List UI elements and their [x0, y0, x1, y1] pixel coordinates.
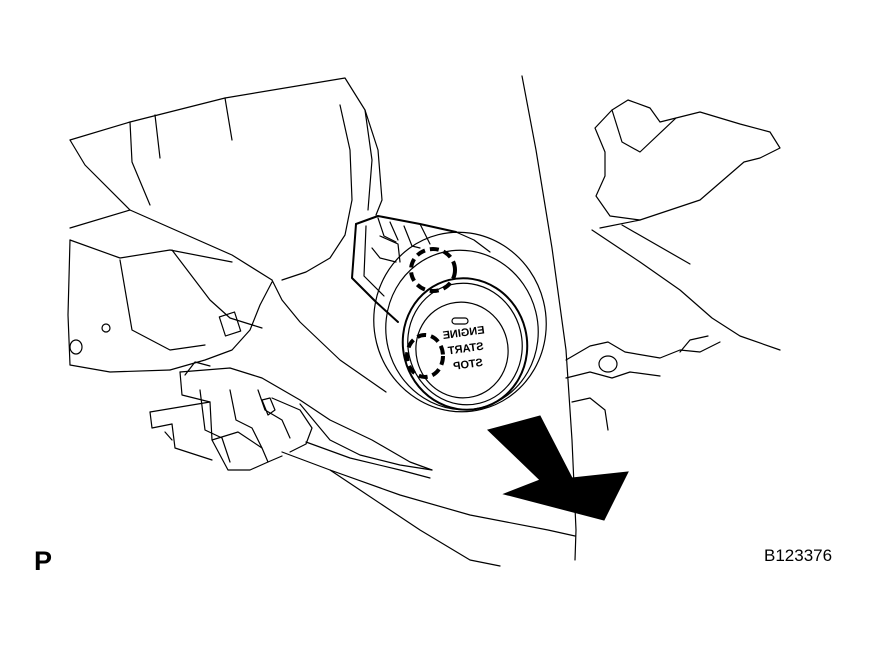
claw-marker-upper	[409, 247, 457, 293]
console-edge	[521, 75, 577, 561]
view-label: P	[34, 546, 53, 576]
bezel-rings	[373, 231, 547, 413]
figure-code: B123376	[764, 546, 833, 565]
button-label-line-1: ENGINE	[442, 324, 485, 342]
engine-switch-housing	[351, 215, 491, 323]
removal-arrow	[487, 415, 629, 521]
mounting-holes	[69, 311, 242, 355]
column-bracket	[149, 361, 433, 471]
button-label-line-3: STOP	[453, 357, 484, 373]
button-label-line-2: START	[447, 341, 484, 358]
arrow-icon	[487, 415, 629, 521]
claw-marker-left	[405, 333, 445, 379]
engine-start-button: ENGINE START STOP	[442, 317, 485, 373]
indicator-lamp	[451, 317, 469, 325]
right-bracket	[565, 99, 781, 431]
lower-trim-panel	[281, 403, 576, 567]
dashboard-cover	[67, 77, 387, 393]
claw-markers	[405, 247, 457, 379]
button-label: ENGINE START STOP	[442, 324, 485, 373]
